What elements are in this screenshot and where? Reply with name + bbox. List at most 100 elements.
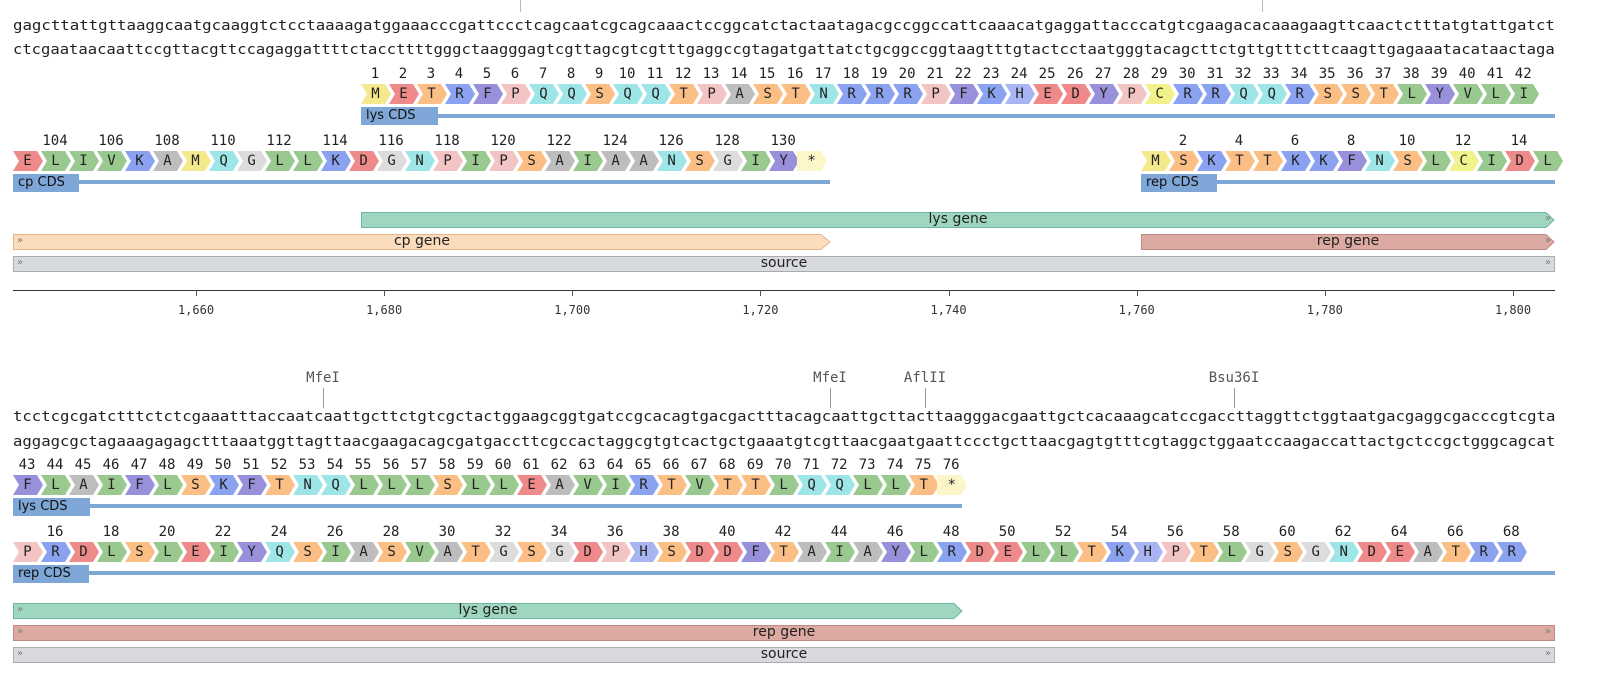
amino-acid-cell[interactable]: *	[797, 151, 828, 171]
amino-acid-cell[interactable]: L	[489, 475, 520, 495]
amino-acid-cell[interactable]: F	[13, 475, 44, 495]
amino-acid-cell[interactable]: I	[825, 542, 856, 562]
amino-acid-cell[interactable]: L	[461, 475, 492, 495]
amino-acid-cell[interactable]: P	[1161, 542, 1192, 562]
amino-acid-cell[interactable]: R	[1173, 84, 1204, 104]
amino-acid-cell[interactable]: V	[405, 542, 436, 562]
amino-acid-cell[interactable]: E	[1033, 84, 1064, 104]
amino-acid-cell[interactable]: L	[377, 475, 408, 495]
amino-acid-cell[interactable]: D	[349, 151, 380, 171]
lys-cds-bar[interactable]	[438, 114, 1555, 118]
amino-acid-cell[interactable]: V	[573, 475, 604, 495]
amino-acid-cell[interactable]: R	[1285, 84, 1316, 104]
amino-acid-cell[interactable]: G	[489, 542, 520, 562]
amino-acid-cell[interactable]: L	[1021, 542, 1052, 562]
amino-acid-cell[interactable]: A	[853, 542, 884, 562]
lys-cds-label[interactable]: lys CDS	[361, 107, 438, 125]
amino-acid-cell[interactable]: L	[405, 475, 436, 495]
amino-acid-cell[interactable]: T	[1077, 542, 1108, 562]
amino-acid-cell[interactable]: F	[125, 475, 156, 495]
amino-acid-cell[interactable]: R	[1497, 542, 1528, 562]
amino-acid-cell[interactable]: S	[657, 542, 688, 562]
amino-acid-cell[interactable]: T	[461, 542, 492, 562]
amino-acid-cell[interactable]: K	[1197, 151, 1228, 171]
amino-acid-cell[interactable]: T	[769, 542, 800, 562]
amino-acid-cell[interactable]: A	[601, 151, 632, 171]
amino-acid-cell[interactable]: Y	[1089, 84, 1120, 104]
amino-acid-cell[interactable]: Q	[825, 475, 856, 495]
amino-acid-cell[interactable]: K	[1309, 151, 1340, 171]
amino-acid-cell[interactable]: L	[909, 542, 940, 562]
amino-acid-cell[interactable]: C	[1449, 151, 1480, 171]
amino-acid-cell[interactable]: L	[1049, 542, 1080, 562]
amino-acid-cell[interactable]: T	[1189, 542, 1220, 562]
amino-acid-cell[interactable]: A	[349, 542, 380, 562]
amino-acid-cell[interactable]: Q	[321, 475, 352, 495]
amino-acid-cell[interactable]: S	[181, 475, 212, 495]
rep-cds-bar[interactable]	[1217, 180, 1555, 184]
amino-acid-cell[interactable]: A	[153, 151, 184, 171]
amino-acid-cell[interactable]: T	[741, 475, 772, 495]
amino-acid-cell[interactable]: G	[377, 151, 408, 171]
amino-acid-cell[interactable]: L	[881, 475, 912, 495]
amino-acid-cell[interactable]: T	[417, 84, 448, 104]
amino-acid-cell[interactable]: E	[1385, 542, 1416, 562]
amino-acid-cell[interactable]: F	[473, 84, 504, 104]
amino-acid-cell[interactable]: G	[713, 151, 744, 171]
amino-acid-cell[interactable]: P	[433, 151, 464, 171]
amino-acid-cell[interactable]: Q	[209, 151, 240, 171]
lys-gene-feature[interactable]: lys gene »	[361, 212, 1555, 228]
dna-reverse-strand[interactable]: aggagcgctagaaagagagctttaaatggttagttaacga…	[13, 434, 1556, 450]
amino-acid-cell[interactable]: P	[697, 84, 728, 104]
amino-acid-cell[interactable]: Q	[797, 475, 828, 495]
amino-acid-cell[interactable]: H	[1133, 542, 1164, 562]
amino-acid-cell[interactable]: K	[1281, 151, 1312, 171]
amino-acid-cell[interactable]: T	[265, 475, 296, 495]
rep-cds-label[interactable]: rep CDS	[1141, 174, 1217, 192]
amino-acid-cell[interactable]: T	[781, 84, 812, 104]
amino-acid-cell[interactable]: L	[153, 542, 184, 562]
amino-acid-cell[interactable]: D	[1061, 84, 1092, 104]
lys-gene-feature[interactable]: » lys gene	[13, 603, 963, 619]
amino-acid-cell[interactable]: Y	[237, 542, 268, 562]
amino-acid-cell[interactable]: E	[13, 151, 44, 171]
restriction-site-label[interactable]: MfeI	[306, 370, 340, 386]
amino-acid-cell[interactable]: S	[433, 475, 464, 495]
amino-acid-cell[interactable]: T	[713, 475, 744, 495]
amino-acid-cell[interactable]: K	[321, 151, 352, 171]
amino-acid-cell[interactable]: L	[769, 475, 800, 495]
amino-acid-cell[interactable]: K	[209, 475, 240, 495]
lys-cds-label[interactable]: lys CDS	[13, 498, 90, 516]
rep-cds-label[interactable]: rep CDS	[13, 565, 89, 583]
amino-acid-cell[interactable]: A	[545, 151, 576, 171]
cp-cds-label[interactable]: cp CDS	[13, 174, 79, 192]
amino-acid-cell[interactable]: I	[69, 151, 100, 171]
amino-acid-cell[interactable]: R	[893, 84, 924, 104]
amino-acid-cell[interactable]: S	[517, 151, 548, 171]
amino-acid-cell[interactable]: K	[125, 151, 156, 171]
amino-acid-cell[interactable]: D	[713, 542, 744, 562]
amino-acid-cell[interactable]: N	[1329, 542, 1360, 562]
amino-acid-cell[interactable]: E	[517, 475, 548, 495]
amino-acid-cell[interactable]: N	[657, 151, 688, 171]
amino-acid-cell[interactable]: L	[1533, 151, 1564, 171]
cp-gene-feature[interactable]: » cp gene	[13, 234, 831, 250]
amino-acid-cell[interactable]: E	[181, 542, 212, 562]
amino-acid-cell[interactable]: G	[237, 151, 268, 171]
amino-acid-cell[interactable]: T	[1225, 151, 1256, 171]
amino-acid-cell[interactable]: R	[865, 84, 896, 104]
amino-acid-cell[interactable]: A	[629, 151, 660, 171]
source-feature[interactable]: » source »	[13, 256, 1555, 272]
amino-acid-cell[interactable]: I	[97, 475, 128, 495]
amino-acid-cell[interactable]: N	[293, 475, 324, 495]
amino-acid-cell[interactable]: M	[181, 151, 212, 171]
amino-acid-cell[interactable]: D	[1505, 151, 1536, 171]
amino-acid-cell[interactable]: I	[209, 542, 240, 562]
amino-acid-cell[interactable]: H	[1005, 84, 1036, 104]
amino-acid-cell[interactable]: Q	[1229, 84, 1260, 104]
amino-acid-cell[interactable]: M	[1141, 151, 1172, 171]
amino-acid-cell[interactable]: L	[1421, 151, 1452, 171]
amino-acid-cell[interactable]: L	[153, 475, 184, 495]
amino-acid-cell[interactable]: I	[321, 542, 352, 562]
lys-cds-bar[interactable]	[90, 504, 962, 508]
